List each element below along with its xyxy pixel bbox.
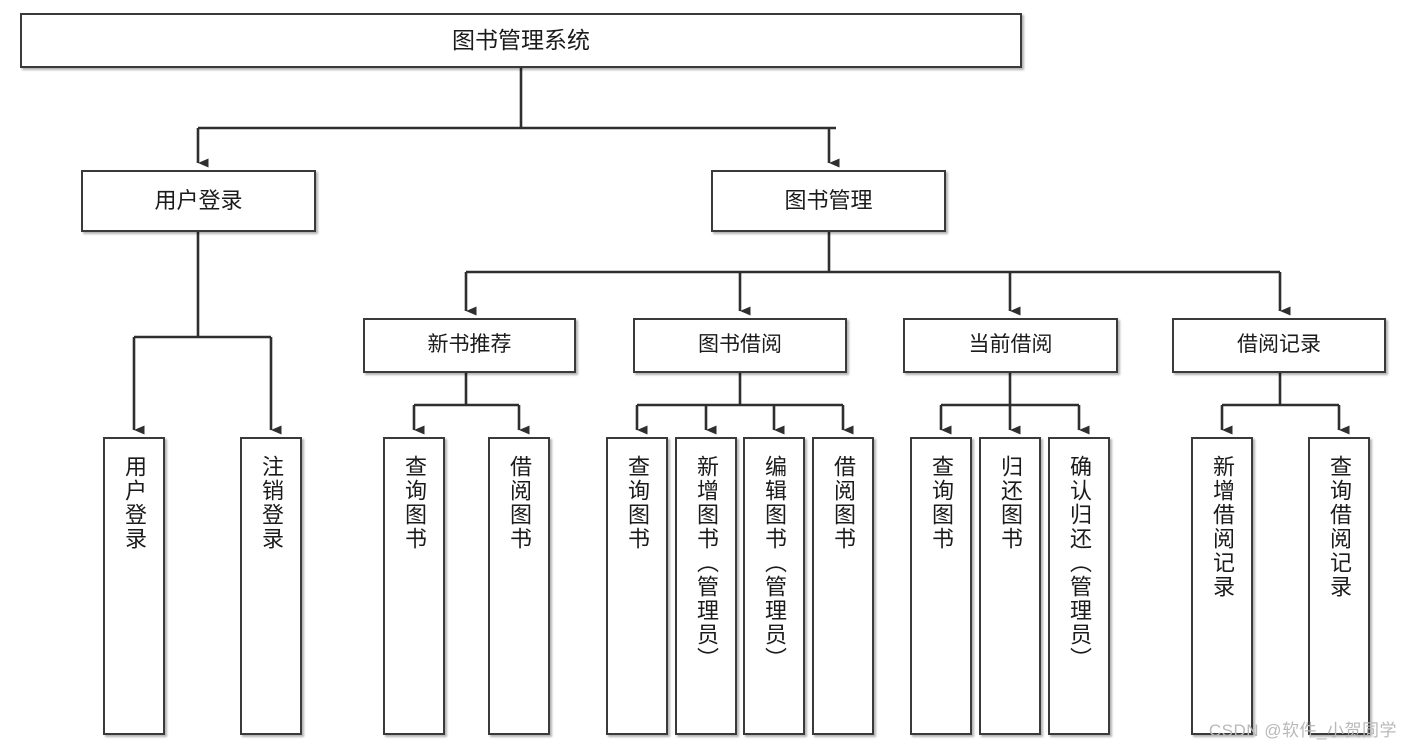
node-label: 新书推荐 [427, 333, 512, 357]
node-label: 新增图书（管理员） [694, 455, 719, 671]
node-label: 图书借阅 [698, 333, 782, 357]
node-label: 查询图书 [929, 455, 954, 551]
node-label: 新增借阅记录 [1210, 455, 1235, 599]
node-leaf-user-logout[interactable]: 注销登录 [240, 437, 302, 735]
node-label: 用户登录 [122, 455, 147, 551]
node-book-manage[interactable]: 图书管理 [711, 170, 946, 232]
node-leaf-rec-query-book[interactable]: 查询图书 [383, 437, 445, 735]
node-new-book-recommend[interactable]: 新书推荐 [363, 318, 576, 373]
node-borrow-record[interactable]: 借阅记录 [1172, 318, 1386, 373]
node-label: 图书管理系统 [452, 27, 590, 54]
node-label: 借阅记录 [1237, 333, 1321, 357]
node-label: 查询图书 [625, 455, 650, 551]
node-label: 确认归还（管理员） [1067, 455, 1092, 671]
node-label: 图书管理 [784, 188, 873, 214]
node-label: 注销登录 [259, 455, 284, 551]
node-label: 查询图书 [402, 455, 427, 551]
node-leaf-cur-confirm-return[interactable]: 确认归还（管理员） [1048, 437, 1110, 735]
node-leaf-rec-borrow-book[interactable]: 借阅图书 [488, 437, 550, 735]
node-leaf-borrow-edit-book[interactable]: 编辑图书（管理员） [743, 437, 805, 735]
node-current-borrow[interactable]: 当前借阅 [903, 318, 1118, 373]
node-user-login[interactable]: 用户登录 [81, 170, 316, 232]
node-label: 编辑图书（管理员） [762, 455, 787, 671]
node-root-book-management-system[interactable]: 图书管理系统 [20, 13, 1022, 68]
node-book-borrow[interactable]: 图书借阅 [633, 318, 847, 373]
node-leaf-cur-return-book[interactable]: 归还图书 [979, 437, 1041, 735]
node-leaf-rec-add-record[interactable]: 新增借阅记录 [1191, 437, 1253, 735]
node-label: 当前借阅 [968, 333, 1053, 357]
node-label: 查询借阅记录 [1327, 455, 1352, 599]
node-leaf-borrow-query-book[interactable]: 查询图书 [606, 437, 668, 735]
node-leaf-rec-query-record[interactable]: 查询借阅记录 [1308, 437, 1370, 735]
node-leaf-borrow-borrow-book[interactable]: 借阅图书 [812, 437, 874, 735]
node-leaf-user-login[interactable]: 用户登录 [103, 437, 165, 735]
node-leaf-cur-query-book[interactable]: 查询图书 [910, 437, 972, 735]
node-leaf-borrow-add-book[interactable]: 新增图书（管理员） [675, 437, 737, 735]
node-label: 归还图书 [998, 455, 1023, 551]
node-label: 借阅图书 [831, 455, 856, 551]
node-label: 用户登录 [154, 188, 243, 214]
watermark: CSDN @软件_小贺同学 [1208, 721, 1397, 740]
node-label: 借阅图书 [507, 455, 532, 551]
